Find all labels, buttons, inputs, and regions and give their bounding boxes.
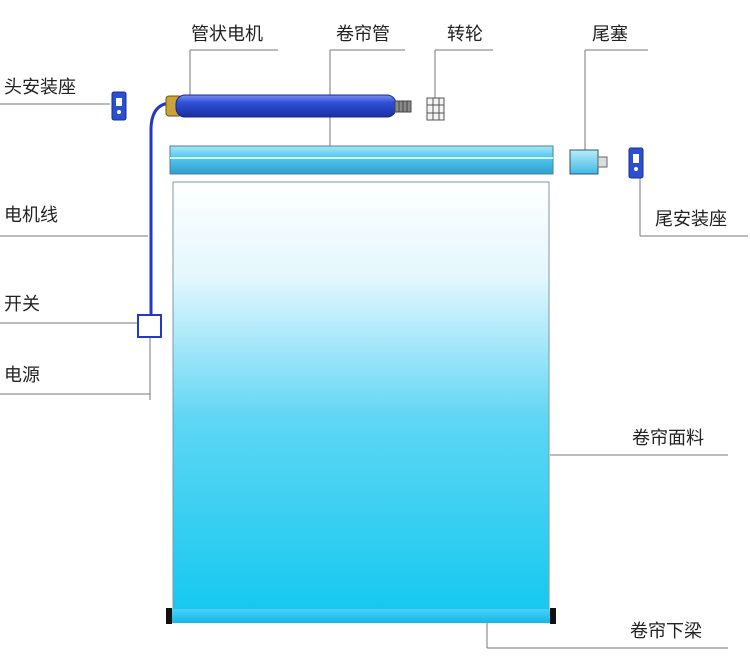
label-fabric: 卷帘面料	[632, 428, 704, 449]
switch-box	[137, 314, 162, 338]
motor-cable	[149, 101, 173, 316]
drive-wheel	[426, 97, 445, 121]
label-motor: 管状电机	[191, 24, 263, 45]
bottom-bar	[166, 608, 556, 624]
blind-fabric	[172, 181, 550, 613]
tubular-motor	[165, 94, 412, 118]
label-head-bracket: 头安装座	[4, 77, 76, 98]
label-motor-cable: 电机线	[4, 205, 58, 226]
roller-tube	[169, 145, 554, 175]
label-switch: 开关	[4, 294, 40, 315]
label-end-plug: 尾塞	[592, 24, 628, 45]
end-plug	[569, 149, 608, 175]
tail-bracket	[628, 147, 644, 179]
label-power: 电源	[4, 365, 40, 386]
head-bracket	[111, 91, 127, 121]
label-bottom-bar: 卷帘下梁	[630, 621, 702, 642]
label-roller-tube: 卷帘管	[336, 24, 390, 45]
label-drive-wheel: 转轮	[447, 24, 483, 45]
label-tail-bracket: 尾安装座	[655, 209, 727, 230]
